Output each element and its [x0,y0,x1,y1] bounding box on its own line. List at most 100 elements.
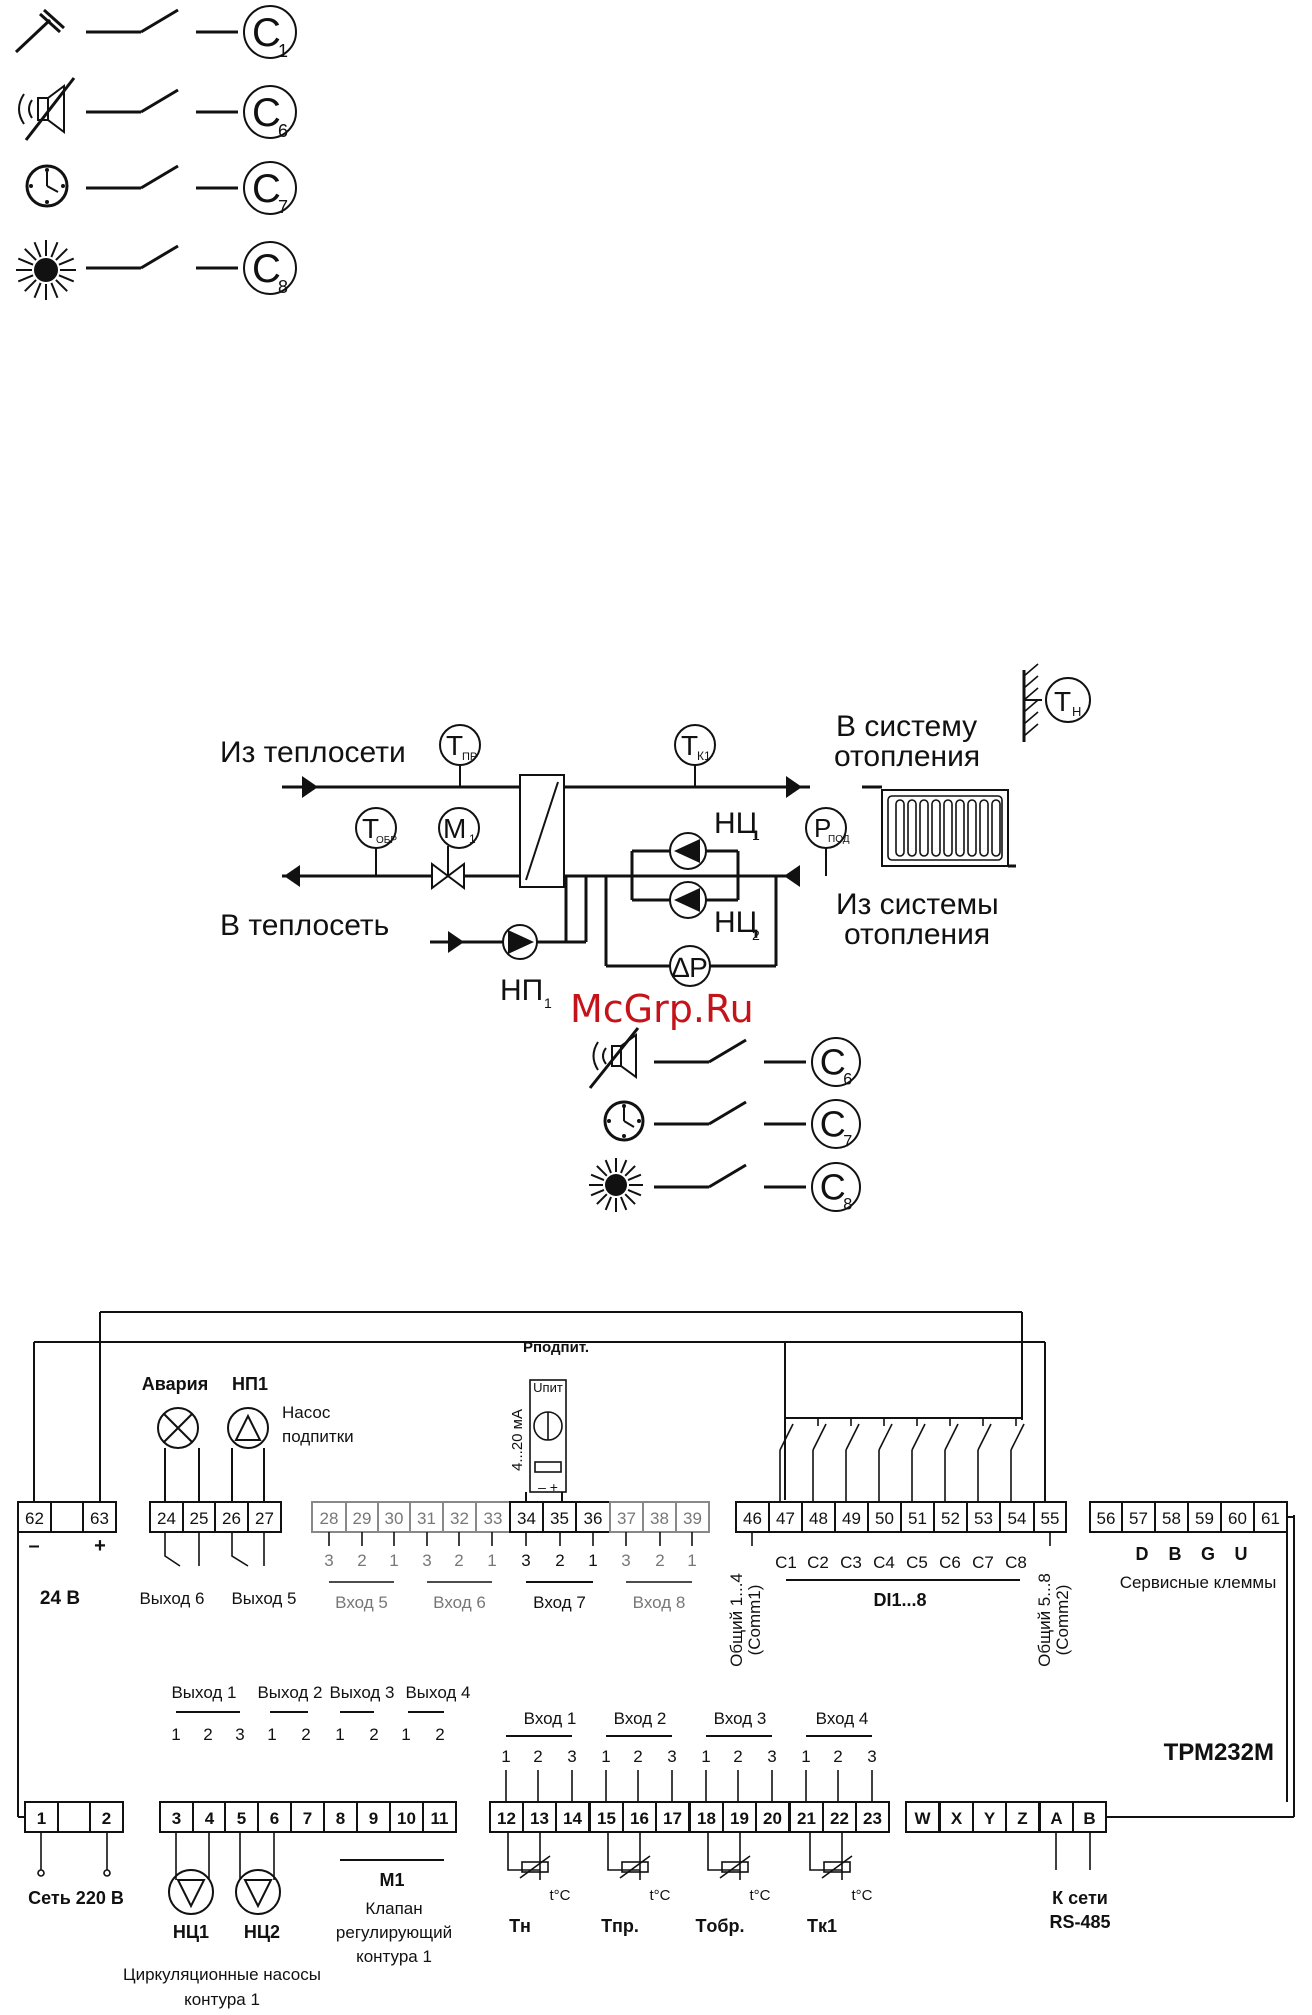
terminal-25: 25 [182,1501,216,1533]
svg-text:1: 1 [401,1725,410,1744]
svg-text:28: 28 [320,1509,339,1528]
label-input-7: Вход 7 [533,1593,586,1612]
svg-text:3: 3 [867,1747,876,1766]
terminal-56: 56 [1089,1501,1123,1533]
terminal-26: 26 [214,1501,249,1533]
svg-text:1: 1 [544,995,552,1011]
svg-text:6: 6 [270,1809,279,1828]
svg-text:1: 1 [801,1747,810,1766]
svg-text:2: 2 [454,1551,463,1570]
svg-text:ПР: ПР [462,751,477,763]
sun-icon [589,1158,643,1212]
svg-text:30: 30 [385,1509,404,1528]
svg-text:контура 1: контура 1 [356,1947,432,1966]
terminal-50: 50 [867,1501,902,1533]
svg-text:1: 1 [389,1551,398,1570]
svg-text:2: 2 [633,1747,642,1766]
terminal-58: 58 [1154,1501,1189,1533]
terminal-33: 33 [475,1501,511,1533]
terminal-12: 12 [489,1801,524,1833]
svg-text:11: 11 [431,1809,449,1828]
terminal-17: 17 [655,1801,690,1833]
svg-text:60: 60 [1228,1509,1247,1528]
device-name: ТРМ232М [1164,1739,1274,1766]
terminal-19: 19 [722,1801,757,1833]
terminal-20: 20 [755,1801,790,1833]
label-dp: ∆P [672,952,708,983]
label-input-8: Вход 8 [633,1593,686,1612]
legend-top-row-c6: C6 [86,85,297,141]
terminal-blank [57,1801,92,1833]
svg-text:НЦ2: НЦ2 [244,1922,280,1942]
svg-text:3: 3 [521,1551,530,1570]
svg-text:2: 2 [533,1747,542,1766]
svg-text:36: 36 [584,1509,603,1528]
terminal-37: 37 [609,1501,644,1533]
terminal-60: 60 [1220,1501,1255,1533]
svg-text:НЦ1: НЦ1 [173,1922,209,1942]
terminal-W: W [905,1801,940,1833]
svg-text:22: 22 [830,1809,849,1828]
terminal-27: 27 [247,1501,282,1533]
svg-text:2: 2 [357,1551,366,1570]
svg-text:2: 2 [733,1747,742,1766]
svg-text:63: 63 [90,1509,109,1528]
svg-text:14: 14 [563,1809,582,1828]
label-di: DI1...8 [873,1590,926,1610]
svg-text:3: 3 [767,1747,776,1766]
svg-text:регулирующий: регулирующий [336,1923,452,1942]
pump-nc1 [669,832,707,870]
outdoor-sensor [1022,663,1091,742]
svg-text:Насос: Насос [282,1403,331,1422]
legend-mid-row-c7: C7 [654,1099,861,1150]
svg-text:1: 1 [701,1747,710,1766]
terminal-2: 2 [89,1801,124,1833]
terminal-11: 11 [422,1801,457,1833]
svg-text:57: 57 [1129,1509,1148,1528]
svg-text:Клапан: Клапан [365,1899,422,1918]
terminal-38: 38 [642,1501,677,1533]
terminal-29: 29 [345,1501,379,1533]
svg-text:C8: C8 [1005,1553,1027,1572]
terminal-36: 36 [575,1501,611,1533]
svg-text:24: 24 [157,1509,176,1528]
terminal-5: 5 [224,1801,259,1833]
svg-text:C3: C3 [840,1553,862,1572]
svg-text:7: 7 [843,1132,852,1150]
label-p-fill: Pподпит. [523,1339,589,1356]
svg-text:Выход 4: Выход 4 [405,1683,470,1702]
label-to-system-1: В систему [836,710,977,743]
muted-speaker-icon [18,77,76,141]
terminal-1: 1 [24,1801,59,1833]
label-rtd-4: Tк1 [807,1916,837,1936]
svg-text:(Comm1): (Comm1) [745,1585,764,1656]
label-from-system-1: Из системы [836,888,999,921]
terminal-10: 10 [389,1801,424,1833]
svg-text:5: 5 [237,1809,246,1828]
svg-text:33: 33 [484,1509,503,1528]
svg-text:1: 1 [278,41,288,61]
svg-text:9: 9 [369,1809,378,1828]
svg-text:(Comm2): (Comm2) [1053,1585,1072,1656]
svg-text:C4: C4 [873,1553,895,1572]
label-tn: T [1054,686,1071,717]
legend-top-row-c1: C1 [86,5,297,61]
terminal-32: 32 [442,1501,477,1533]
terminal-Z: Z [1005,1801,1040,1833]
svg-text:35: 35 [550,1509,569,1528]
terminal-6: 6 [257,1801,292,1833]
svg-text:53: 53 [974,1509,993,1528]
terminal-48: 48 [801,1501,836,1533]
svg-text:–: – [28,1535,39,1557]
svg-text:19: 19 [730,1809,749,1828]
label-b-input-2: Вход 2 [614,1709,667,1728]
svg-text:2: 2 [102,1809,111,1828]
sun-icon [16,240,76,300]
terminal-49: 49 [834,1501,869,1533]
terminal-B: B [1072,1801,1107,1833]
svg-text:4...20 мА: 4...20 мА [509,1409,526,1471]
svg-text:подпитки: подпитки [282,1427,354,1446]
svg-text:37: 37 [617,1509,636,1528]
svg-text:2: 2 [555,1551,564,1570]
